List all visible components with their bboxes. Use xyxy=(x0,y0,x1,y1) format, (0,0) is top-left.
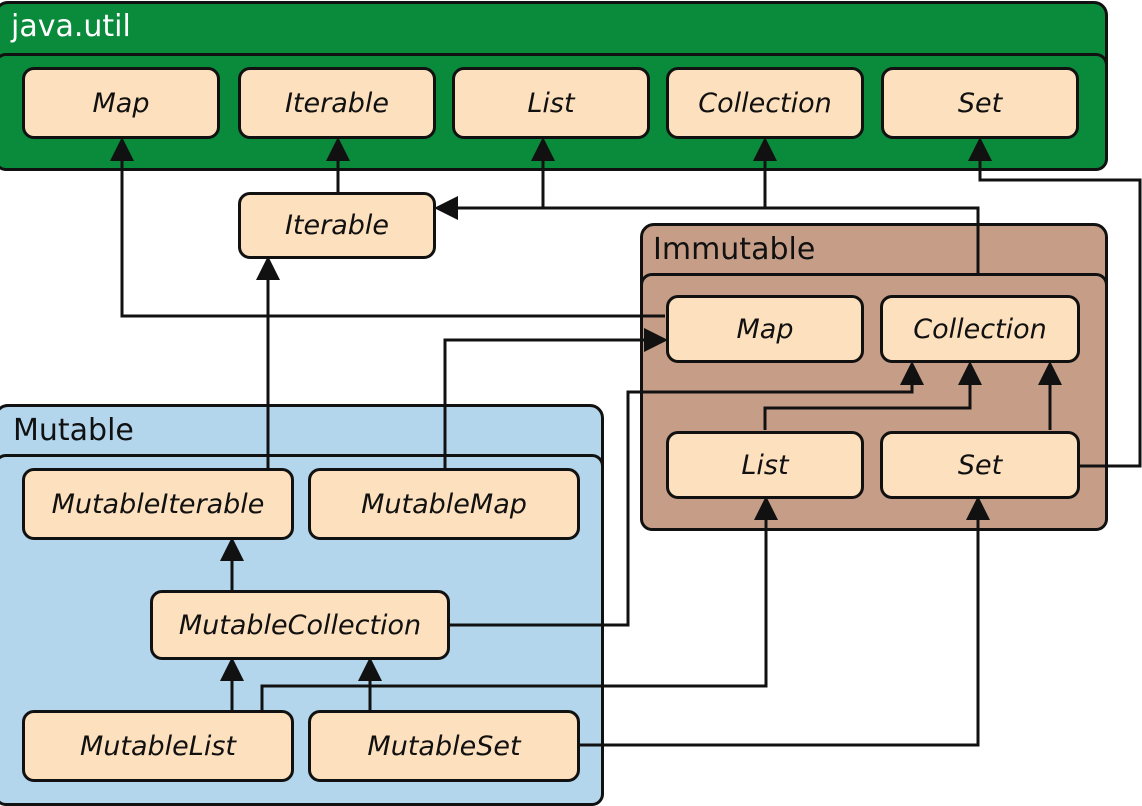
mutable-list-node: MutableList xyxy=(22,710,294,782)
java-map-node: Map xyxy=(22,67,220,139)
mutable-set-node: MutableSet xyxy=(308,710,580,782)
immutable-set-node: Set xyxy=(880,431,1080,499)
immutable-group-title: Immutable xyxy=(653,232,816,267)
java-list-node: List xyxy=(452,67,650,139)
edge-mutableset-to-set xyxy=(580,496,990,747)
mutable-map-node: MutableMap xyxy=(308,468,580,540)
mutable-group-title: Mutable xyxy=(13,413,134,448)
iterable-node: Iterable xyxy=(238,192,436,259)
java-collection-node: Collection xyxy=(666,67,864,139)
immutable-list-node: List xyxy=(666,431,864,499)
mutable-iterable-node: MutableIterable xyxy=(22,468,294,540)
java-util-group-title: java.util xyxy=(11,9,131,44)
java-set-node: Set xyxy=(881,67,1079,139)
immutable-map-node: Map xyxy=(666,295,864,363)
immutable-collection-node: Collection xyxy=(880,295,1080,363)
java-iterable-node: Iterable xyxy=(238,67,436,139)
mutable-collection-node: MutableCollection xyxy=(150,590,450,660)
